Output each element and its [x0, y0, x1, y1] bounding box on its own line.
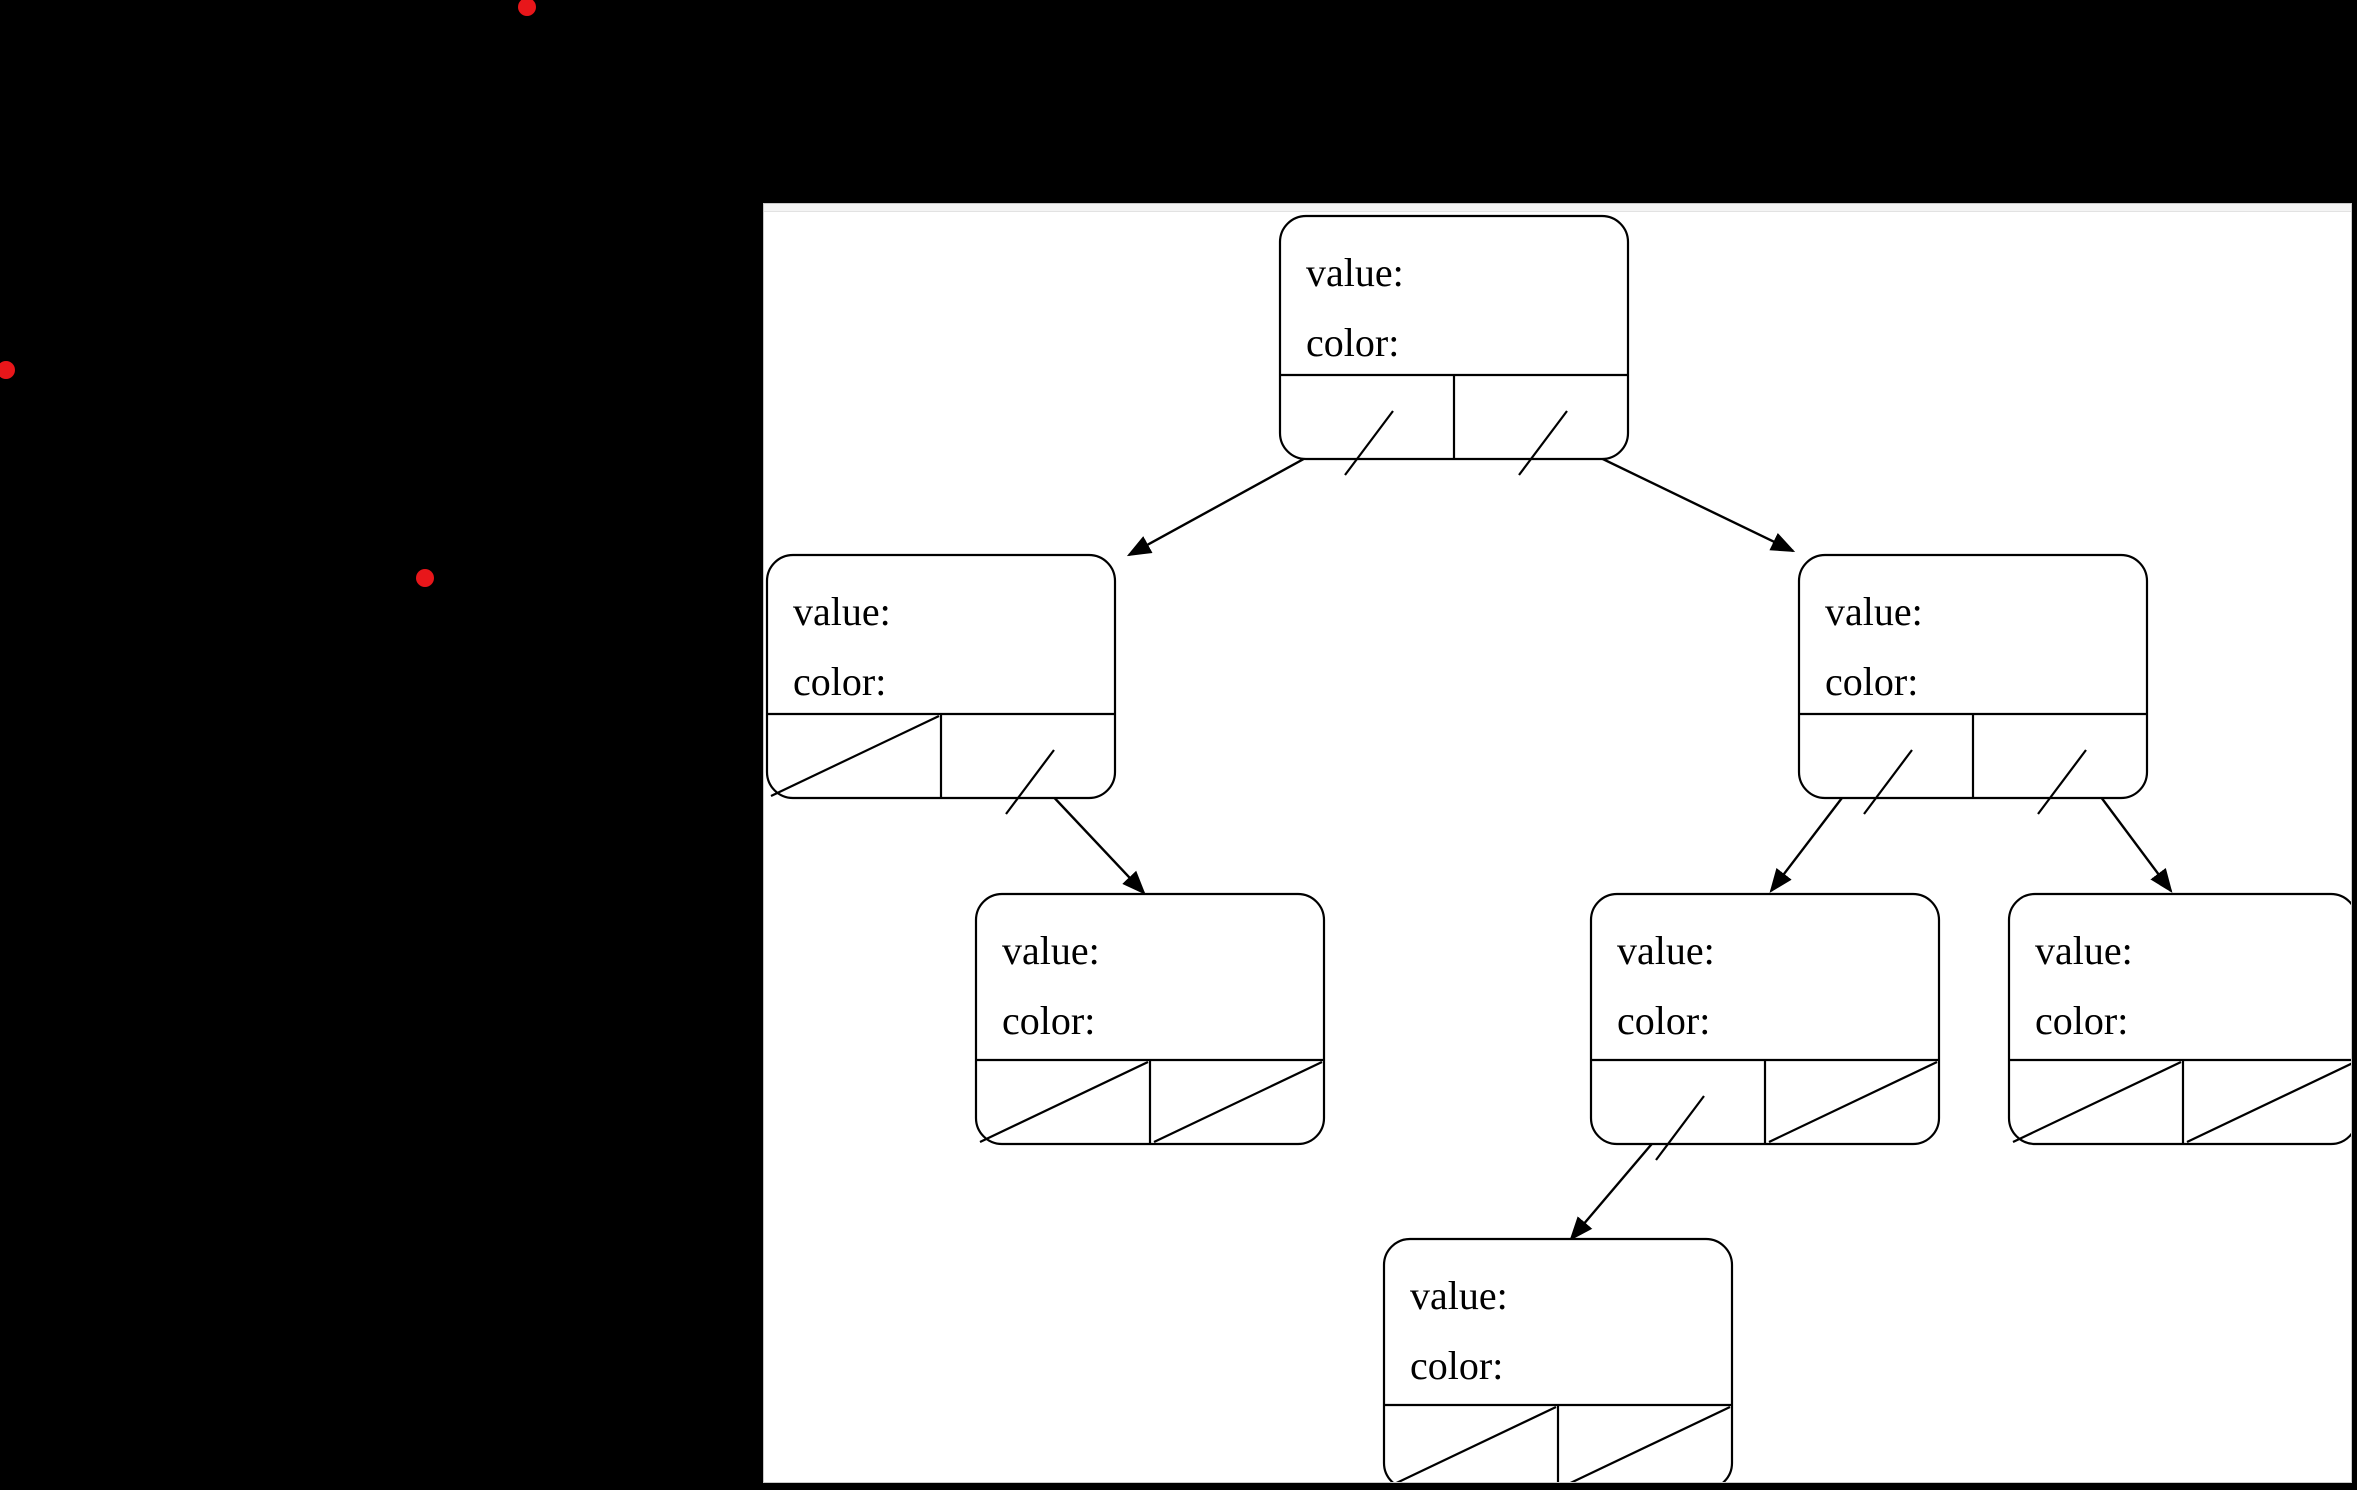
node-right-null-slash-icon — [1569, 1406, 1731, 1482]
tree-node-root[interactable]: value: color: — [1278, 214, 1630, 476]
marker-middle — [416, 569, 434, 587]
node-value-label: value: — [1002, 928, 1100, 973]
node-value-label: value: — [1410, 1273, 1508, 1318]
node-right-pointer-stub — [2037, 749, 2087, 815]
tree-node-right-right-leaf[interactable]: value: color: — [2007, 892, 2352, 1146]
node-color-label: color: — [1825, 659, 1918, 704]
marker-left — [0, 361, 15, 379]
node-left-null-slash-icon — [979, 1061, 1149, 1143]
node-right-null-slash-icon — [2186, 1062, 2351, 1143]
diagram-canvas[interactable]: value:color:value:color:value:color:valu… — [763, 203, 2352, 1483]
node-left-null-slash-icon — [2012, 1061, 2182, 1143]
tree-node-right-left[interactable]: value: color: — [1589, 892, 1941, 1161]
node-color-label: color: — [1002, 998, 1095, 1043]
node-left-pointer-stub — [1655, 1095, 1705, 1161]
node-right-pointer-stub — [1518, 410, 1568, 476]
node-value-label: value: — [1617, 928, 1715, 973]
node-value-label: value: — [793, 589, 891, 634]
node-left-null-slash-icon — [1395, 1406, 1557, 1482]
node-left-pointer-stub — [1344, 410, 1394, 476]
node-color-label: color: — [1410, 1343, 1503, 1388]
node-layer: value:color:value:color:value:color:valu… — [765, 214, 2352, 1483]
node-left-pointer-stub — [1863, 749, 1913, 815]
node-color-label: color: — [1617, 998, 1710, 1043]
tree-node-left-right-leaf[interactable]: value: color: — [974, 892, 1326, 1146]
tree-node-right-child[interactable]: value: color: — [1797, 553, 2149, 815]
node-value-label: value: — [1825, 589, 1923, 634]
node-color-label: color: — [793, 659, 886, 704]
node-left-null-slash-icon — [770, 715, 940, 797]
canvas-top-band — [764, 204, 2351, 212]
node-value-label: value: — [2035, 928, 2133, 973]
tree-graph[interactable]: value:color:value:color:value:color:valu… — [764, 204, 2352, 1483]
node-color-label: color: — [2035, 998, 2128, 1043]
node-value-label: value: — [1306, 250, 1404, 295]
node-body — [1382, 1237, 1734, 1482]
node-right-null-slash-icon — [1768, 1061, 1938, 1143]
tree-node-bottom-leaf[interactable]: value: color: — [1382, 1237, 1734, 1483]
tree-node-left-child[interactable]: value: color: — [765, 553, 1117, 815]
marker-top — [518, 0, 536, 16]
node-right-pointer-stub — [1005, 749, 1055, 815]
node-color-label: color: — [1306, 320, 1399, 365]
node-right-null-slash-icon — [1153, 1061, 1323, 1143]
